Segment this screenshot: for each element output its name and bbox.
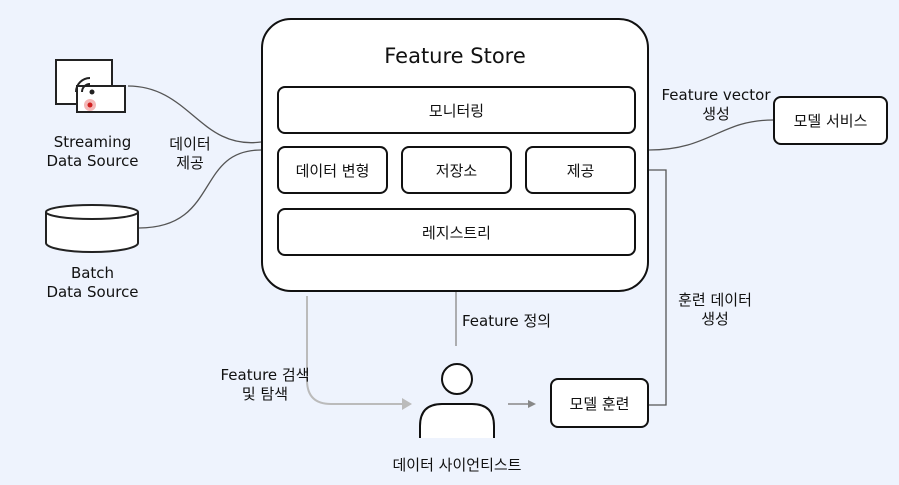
scientist-arrowhead [528, 400, 536, 408]
training-data-connector [649, 169, 667, 406]
streaming-connector [127, 85, 262, 144]
streaming-source-label: Streaming Data Source [46, 133, 139, 170]
feature-definition-label: Feature 정의 [462, 312, 552, 330]
registry-box: 레지스트리 [277, 208, 636, 256]
storage-box: 저장소 [401, 146, 512, 194]
model-service-box: 모델 서비스 [773, 96, 888, 145]
data-provide-label: 데이터 제공 [169, 135, 211, 172]
streaming-source-icon [54, 58, 129, 114]
search-arrowhead [402, 398, 412, 410]
batch-source-label: Batch Data Source [46, 264, 139, 301]
search-connector [306, 296, 404, 405]
model-training-box: 모델 훈련 [550, 378, 649, 428]
feature-search-label: Feature 검색 및 탐색 [220, 366, 310, 403]
database-icon [44, 203, 140, 255]
monitoring-box: 모니터링 [277, 86, 636, 134]
serving-box: 제공 [525, 146, 636, 194]
training-data-label: 훈련 데이터 생성 [678, 291, 752, 328]
feature-vector-label: Feature vector 생성 [661, 86, 771, 123]
data-transform-box: 데이터 변형 [277, 146, 388, 194]
data-scientist-label: 데이터 사이언티스트 [392, 456, 522, 474]
batch-connector [138, 149, 262, 229]
feature-store-title: Feature Store [384, 44, 526, 68]
person-icon [417, 360, 497, 440]
model-service-connector [648, 119, 774, 151]
